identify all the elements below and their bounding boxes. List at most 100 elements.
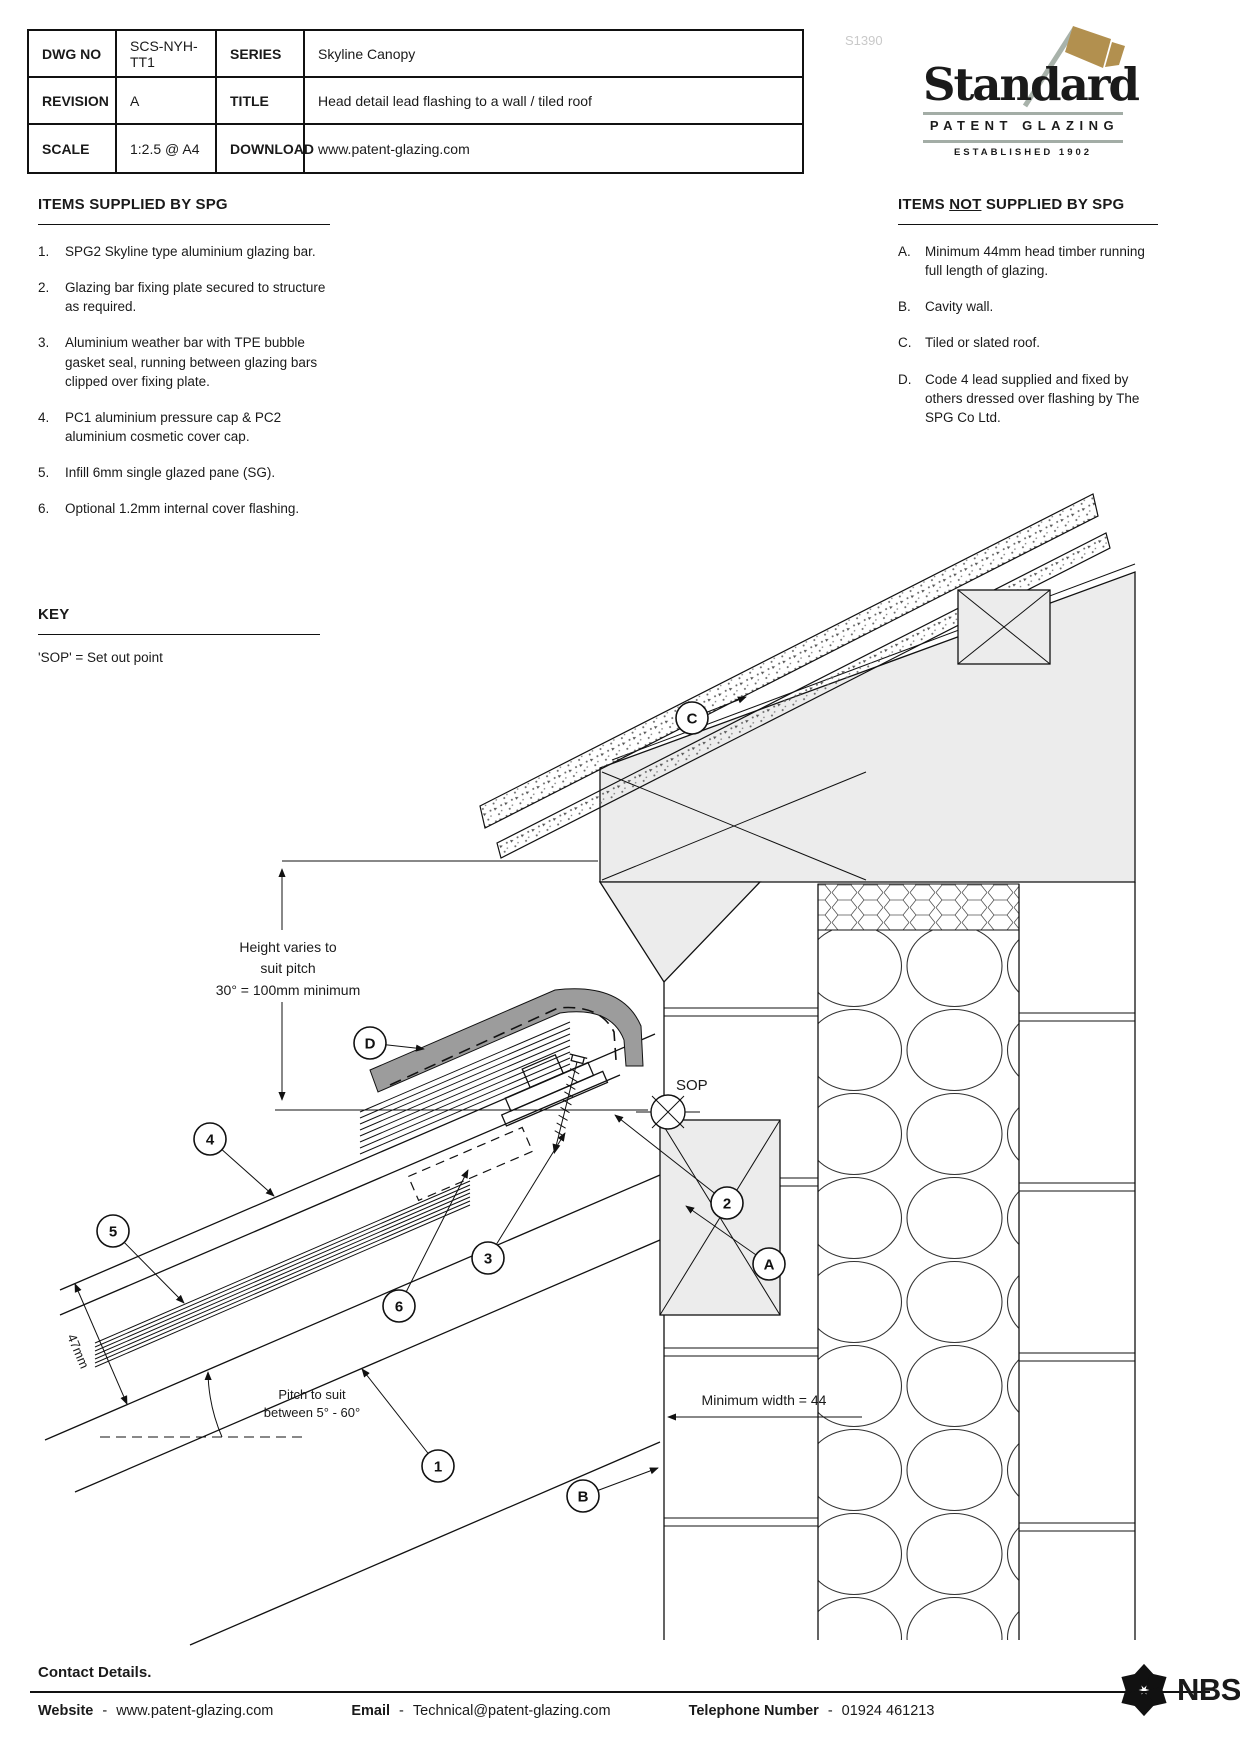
list-item: C. Tiled or slated roof. [898, 333, 1158, 352]
logo-divider-top [923, 112, 1123, 115]
glazing-bar-lines [44, 1033, 661, 1646]
sop-symbol [636, 1094, 700, 1130]
email-link[interactable]: Technical@patent-glazing.com [412, 1703, 611, 1719]
dwg-no-value: SCS-NYH-TT1 [117, 31, 217, 78]
item-number: 5. [38, 465, 50, 481]
list-item: D. Code 4 lead supplied and fixed by othe… [898, 370, 1158, 427]
roof-batten-band [496, 532, 1111, 859]
list-item: B. Cavity wall. [898, 297, 1158, 316]
balloon-label-C: C [687, 711, 698, 728]
item-number: D. [898, 371, 912, 387]
title-label: TITLE [217, 78, 305, 125]
item-text: Infill 6mm single glazed pane (SG). [65, 465, 276, 481]
balloon-5 [96, 1214, 130, 1248]
revision-value: A [117, 78, 217, 125]
balloon-leaders [112, 696, 770, 1497]
item-text: Minimum 44mm head timber running full le… [925, 244, 1145, 279]
item-text: Code 4 lead supplied and fixed by others… [925, 371, 1140, 425]
balloon-label-3: 3 [484, 1251, 492, 1268]
download-link[interactable]: www.patent-glazing.com [318, 140, 470, 157]
balloon-label-D: D [365, 1036, 376, 1053]
items-supplied-heading: ITEMS SUPPLIED BY SPG [38, 196, 228, 213]
roof-noggin [957, 589, 1051, 665]
series-label: SERIES [217, 31, 305, 78]
height-note-line2: suit pitch [260, 960, 315, 976]
items-supplied-section: ITEMS SUPPLIED BY SPG 1. SPG2 Skyline typ… [38, 196, 330, 519]
lead-flashing [369, 988, 644, 1093]
phone-label: Telephone Number [688, 1703, 819, 1719]
balloon-D [353, 1026, 387, 1060]
key-section: KEY 'SOP' = Set out point [38, 606, 320, 665]
revision-label: REVISION [29, 78, 117, 125]
pitch-label-line1: Pitch to suit [278, 1387, 346, 1402]
items-not-supplied-section: ITEMS NOT SUPPLIED BY SPG A.Minimum 44mm… [898, 196, 1158, 427]
contact-entries: Website - www.patent-glazing.com Email -… [38, 1703, 934, 1719]
separator: - [399, 1703, 404, 1719]
item-number: C. [898, 335, 912, 351]
list-item: 1. SPG2 Skyline type aluminium glazing ba… [38, 242, 330, 261]
sop-label: SOP [676, 1077, 708, 1094]
website-link[interactable]: www.patent-glazing.com [116, 1703, 274, 1719]
outer-leaf-joints [1019, 1012, 1135, 1532]
balloon-3 [471, 1241, 505, 1275]
item-number: 1. [38, 244, 50, 259]
nbs-text: NBS [1177, 1672, 1240, 1707]
item-number: 2. [38, 280, 50, 296]
min-width-label: Minimum width = 44 [702, 1392, 827, 1408]
list-item: 6.Optional 1.2mm internal cover flashing… [38, 499, 330, 518]
logo-wordmark: Standard [923, 58, 1140, 111]
firring-piece [598, 881, 762, 984]
item-text: Aluminium weather bar with TPE bubble ga… [65, 335, 318, 389]
bar-depth-dimension: 47mm [64, 1283, 128, 1405]
contact-phone: Telephone Number - 01924 461213 [689, 1703, 935, 1719]
nbs-logo: NBS [1116, 1662, 1240, 1718]
item-text: SPG2 Skyline type aluminium glazing bar. [65, 244, 316, 259]
bar-depth-label: 47mm [64, 1332, 92, 1371]
item-text: Optional 1.2mm internal cover flashing. [65, 501, 300, 517]
footer-divider [30, 1691, 1210, 1693]
items-supplied-rule [38, 224, 330, 225]
list-item: 4.PC1 aluminium pressure cap & PC2 alumi… [38, 408, 330, 446]
balloon-label-1: 1 [434, 1459, 442, 1476]
balloon-label-5: 5 [109, 1224, 117, 1241]
height-note-line1: Height varies to [239, 939, 336, 955]
balloon-1 [421, 1449, 455, 1483]
fixing-screw [552, 1053, 588, 1155]
dwg-no-label: DWG NO [29, 31, 117, 78]
items-not-supplied-rule [898, 224, 1158, 225]
item-text: Tiled or slated roof. [925, 335, 1041, 351]
website-label: Website [38, 1703, 94, 1719]
list-item: 5. Infill 6mm single glazed pane (SG). [38, 463, 330, 482]
balloon-label-B: B [578, 1489, 589, 1506]
balloon-label-6: 6 [395, 1299, 403, 1316]
min-width-dimension: Minimum width = 44 [667, 1392, 862, 1421]
glass-pane-lines [94, 1180, 471, 1368]
list-item: A. Minimum 44mm head timber running full … [898, 242, 1158, 280]
pitch-annotation: Pitch to suit between 5° - 60° [100, 1371, 360, 1438]
logo-tagline: PATENT GLAZING [929, 118, 1120, 133]
balloon-label-4: 4 [206, 1132, 215, 1149]
item-text: Cavity wall. [925, 299, 994, 315]
balloon-2 [710, 1186, 744, 1220]
item-number: 3. [38, 335, 50, 351]
contact-email: Email - Technical@patent-glazing.com [351, 1703, 610, 1719]
logo-established: ESTABLISHED 1902 [953, 147, 1093, 158]
balloon-label-A: A [764, 1257, 775, 1274]
title-value: Head detail lead flashing to a wall / ti… [305, 78, 802, 125]
item-number: A. [898, 244, 911, 259]
balloon-layer: C D 4 5 2 3 6 A 1B [96, 701, 786, 1513]
balloon-4 [193, 1122, 227, 1156]
key-heading: KEY [38, 606, 70, 623]
contact-heading: Contact Details. [38, 1664, 152, 1681]
scale-label: SCALE [29, 125, 117, 172]
nbs-logo-icon [1121, 1663, 1167, 1717]
fixing-plate [500, 1053, 609, 1127]
item-number: B. [898, 299, 911, 315]
height-note-line3: 30° = 100mm minimum [216, 982, 360, 998]
company-logo: Standard PATENT GLAZING ESTABLISHED 1902 [923, 26, 1140, 158]
height-dimension: Height varies to suit pitch 30° = 100mm … [188, 860, 648, 1111]
contact-website: Website - www.patent-glazing.com [38, 1703, 273, 1719]
balloon-label-2: 2 [723, 1196, 731, 1213]
internal-cover-flashing [407, 1126, 534, 1202]
